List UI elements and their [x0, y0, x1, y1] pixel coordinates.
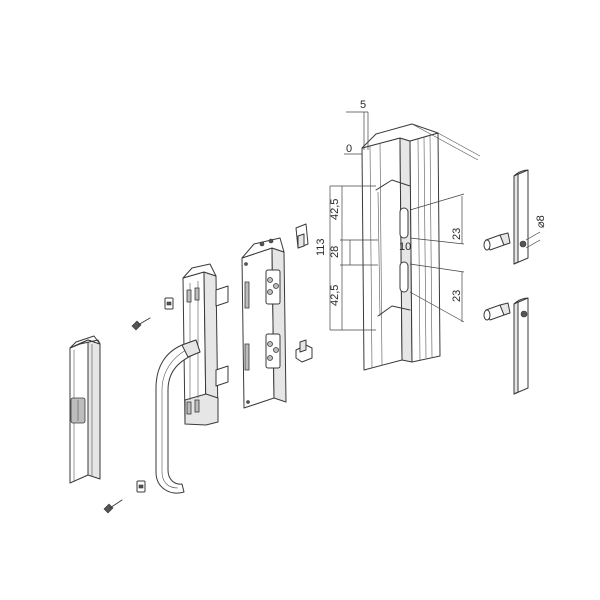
clip-bottom — [295, 339, 313, 363]
cover-profile — [69, 335, 101, 484]
screw-bottom — [103, 499, 123, 514]
door-profile — [361, 123, 481, 371]
strike-top — [513, 169, 541, 265]
dim-42-5-bottom: 42,5 — [329, 285, 341, 306]
dim-10: 10 — [399, 241, 411, 253]
nut-bottom — [136, 480, 146, 493]
dim-5: 5 — [360, 99, 366, 111]
dim-23-bottom: 23 — [451, 290, 463, 302]
lock-case — [241, 237, 287, 409]
pin-bottom — [483, 302, 511, 321]
screw-top — [131, 317, 151, 331]
dim-0: 0 — [346, 143, 352, 155]
dim-28: 28 — [329, 246, 341, 258]
dim-42-5-top: 42,5 — [329, 199, 341, 220]
strike-bottom — [513, 297, 529, 395]
pin-top — [483, 232, 511, 251]
dimensions — [329, 111, 465, 331]
handle — [155, 339, 201, 494]
dim-diameter-8: ⌀8 — [535, 215, 547, 228]
clip-top — [295, 223, 309, 249]
nut-top — [164, 297, 174, 310]
dim-113: 113 — [315, 238, 327, 256]
dim-23-top: 23 — [451, 228, 463, 240]
